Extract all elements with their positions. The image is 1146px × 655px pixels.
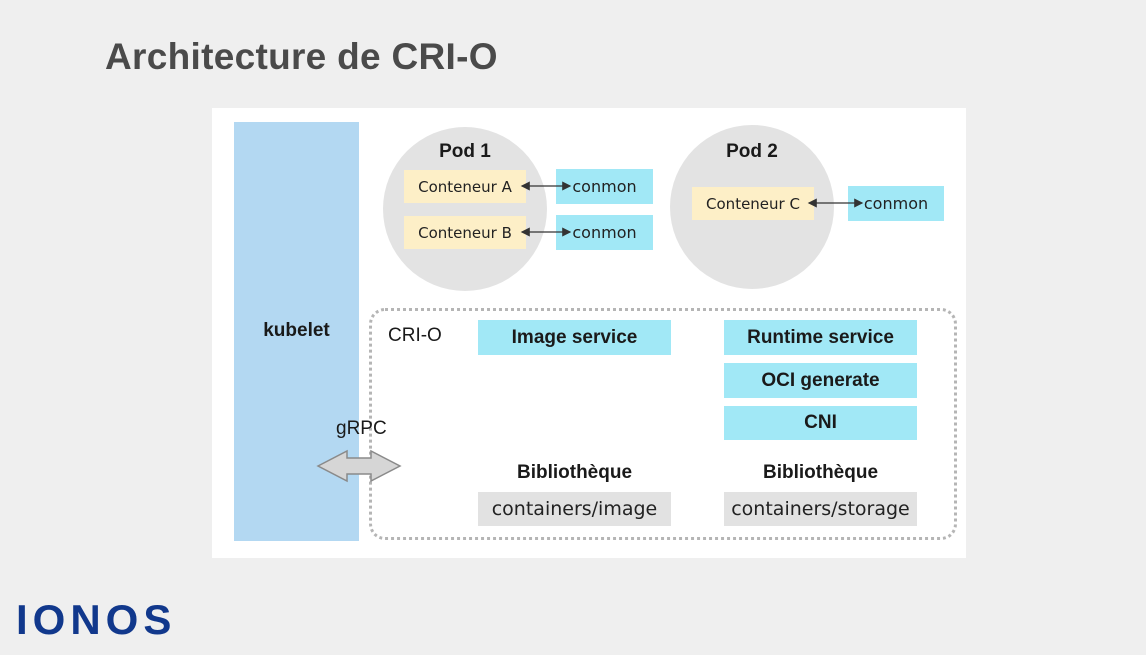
crio-frame — [369, 308, 957, 540]
container-c-box: Conteneur C — [692, 187, 814, 220]
runtime-service-box: Runtime service — [724, 320, 917, 355]
conmon-b-box: conmon — [556, 215, 653, 250]
conmon-c-box: conmon — [848, 186, 944, 221]
oci-generate-box: OCI generate — [724, 363, 917, 398]
pod-1-label: Pod 1 — [439, 141, 491, 162]
containers-storage-box: containers/storage — [724, 492, 917, 526]
containers-image-box: containers/image — [478, 492, 671, 526]
cni-box: CNI — [724, 406, 917, 440]
library-label-storage: Bibliothèque — [762, 462, 879, 483]
ionos-logo: IONOS — [16, 596, 177, 643]
page-title: Architecture de CRI-O — [105, 36, 498, 77]
pod-1-circle — [383, 127, 547, 291]
pod-2-label: Pod 2 — [726, 141, 778, 162]
grpc-double-arrow-icon — [316, 449, 402, 483]
crio-label: CRI-O — [388, 325, 442, 346]
grpc-label: gRPC — [336, 418, 387, 439]
library-label-image: Bibliothèque — [516, 462, 633, 483]
container-b-box: Conteneur B — [404, 216, 526, 249]
container-a-box: Conteneur A — [404, 170, 526, 203]
image-service-box: Image service — [478, 320, 671, 355]
kubelet-label: kubelet — [263, 320, 330, 341]
conmon-a-box: conmon — [556, 169, 653, 204]
